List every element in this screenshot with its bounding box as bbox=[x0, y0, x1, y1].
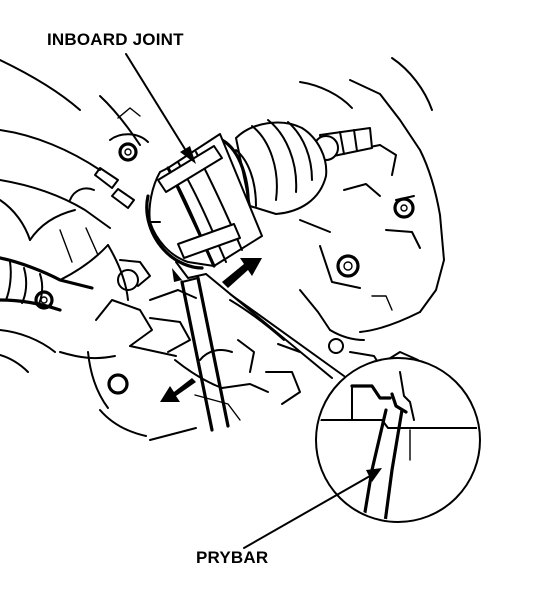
detail-magnifier bbox=[315, 357, 481, 523]
engine-block bbox=[87, 244, 301, 441]
transmission-housing bbox=[0, 59, 149, 373]
prybar-arrowhead-icon bbox=[366, 468, 382, 482]
prybar-tool bbox=[180, 276, 230, 432]
inboard-joint-assembly bbox=[145, 119, 373, 282]
right-casting bbox=[299, 57, 445, 373]
inboard-joint-arrowhead-icon bbox=[180, 146, 196, 164]
inboard-joint-label: INBOARD JOINT bbox=[47, 30, 184, 49]
prybar-label: PRYBAR bbox=[196, 548, 269, 567]
arrow-down-left-icon bbox=[160, 378, 196, 402]
arrow-up-right-icon bbox=[222, 258, 262, 288]
detail-leader-lines bbox=[205, 273, 345, 379]
callout-leaders bbox=[125, 53, 382, 549]
direction-arrows bbox=[160, 258, 262, 402]
